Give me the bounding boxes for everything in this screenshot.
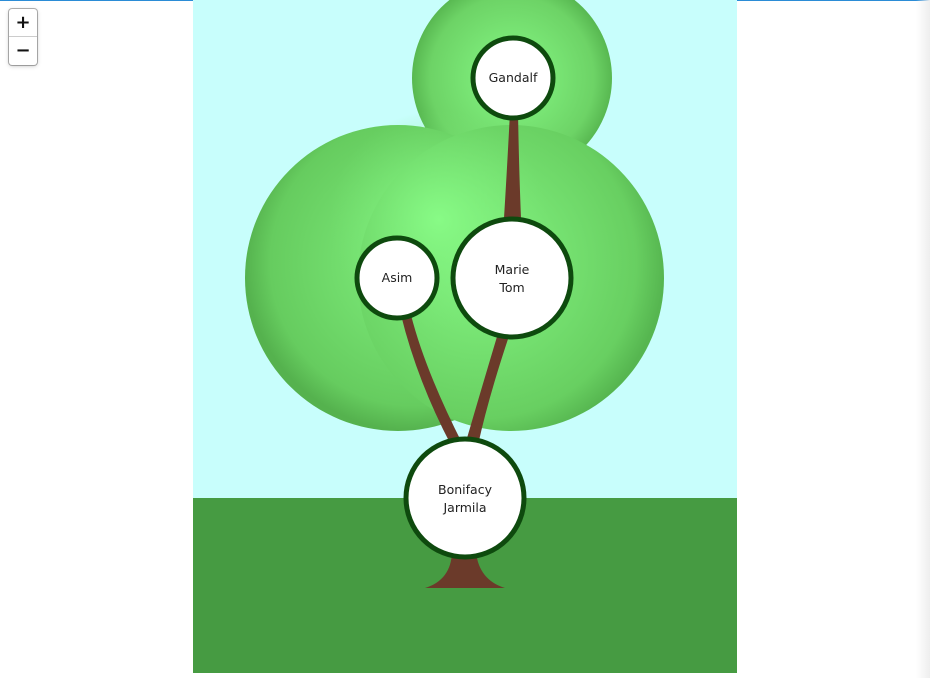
node-label-line-1: Marie — [495, 262, 530, 277]
node-label-line-2: Tom — [498, 280, 524, 295]
node-circle[interactable] — [450, 216, 574, 340]
right-edge-shadow — [916, 0, 930, 678]
node-label: Gandalf — [489, 70, 538, 85]
node-circle[interactable] — [470, 35, 556, 121]
branch-asim-bonifacy — [401, 315, 463, 445]
branch-marie-bonifacy — [465, 330, 511, 445]
node-label-line-1: Bonifacy — [438, 482, 493, 497]
tree-canvas[interactable]: Gandalf Asim Marie Tom Bonifacy Jarmila — [193, 0, 737, 673]
family-tree-svg: Gandalf Asim Marie Tom Bonifacy Jarmila — [193, 0, 737, 673]
node-circle[interactable] — [354, 235, 440, 321]
zoom-in-button[interactable]: + — [15, 12, 31, 33]
node-label: Asim — [382, 270, 413, 285]
zoom-control: + − — [9, 9, 37, 65]
node-asim[interactable]: Asim — [354, 235, 440, 321]
node-circle[interactable] — [403, 436, 527, 560]
node-marie-tom[interactable]: Marie Tom — [450, 216, 574, 340]
zoom-divider — [9, 36, 37, 37]
node-gandalf[interactable]: Gandalf — [470, 35, 556, 121]
zoom-out-button[interactable]: − — [15, 40, 31, 61]
node-label-line-2: Jarmila — [442, 500, 486, 515]
branches — [401, 112, 521, 588]
root-trunk — [425, 552, 505, 588]
node-bonifacy-jarmila[interactable]: Bonifacy Jarmila — [403, 436, 527, 560]
branch-gandalf-marie — [504, 112, 521, 218]
